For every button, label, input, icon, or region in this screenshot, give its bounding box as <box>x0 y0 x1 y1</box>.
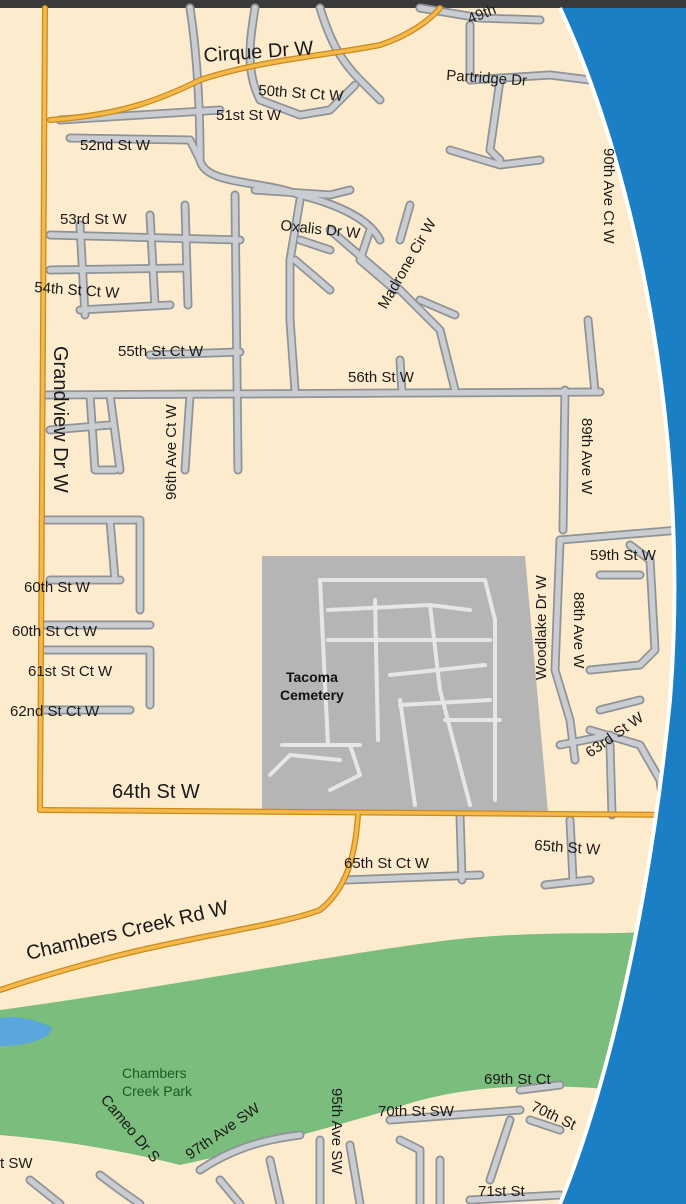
label-woodlake-dr: Woodlake Dr W <box>533 574 550 680</box>
label-59th-st: 59th St W <box>590 547 657 564</box>
label-61st-st-ct: 61st St Ct W <box>28 663 113 680</box>
puget-sound-water <box>560 8 686 1204</box>
label-95th-ave-sw: 95th Ave SW <box>328 1088 345 1175</box>
label-partridge-dr: Partridge Dr <box>446 67 528 90</box>
top-bar <box>0 0 686 8</box>
label-65th-st-ct: 65th St Ct W <box>344 855 430 872</box>
cemetery-roads <box>268 578 502 807</box>
label-90th-ave-ct: 90th Ave Ct W <box>600 148 617 244</box>
label-69th-st-ct: 69th St Ct <box>484 1071 552 1088</box>
lake <box>0 1017 52 1046</box>
label-grandview-dr: Grandview Dr W <box>49 346 71 493</box>
label-65th-st: 65th St W <box>534 837 602 859</box>
label-cemetery-1: Tacoma <box>286 669 338 685</box>
label-51st-st: 51st St W <box>216 107 282 124</box>
label-54th-st-ct: 54th St Ct W <box>34 279 121 302</box>
shoreline-highlight <box>558 7 677 1204</box>
label-55th-st-ct: 55th St Ct W <box>118 343 204 360</box>
label-70th-st-sw: 70th St SW <box>378 1103 455 1120</box>
label-62nd-st-ct: 62nd St Ct W <box>10 703 100 720</box>
label-88th-ave: 88th Ave W <box>570 592 587 669</box>
label-park-2: Creek Park <box>122 1083 193 1099</box>
label-60th-st: 60th St W <box>24 579 91 596</box>
label-cemetery-2: Cemetery <box>280 687 344 703</box>
label-96th-ave-ct: 96th Ave Ct W <box>163 404 180 500</box>
label-56th-st: 56th St W <box>348 369 415 386</box>
chambers-creek-park-area <box>0 932 640 1165</box>
label-89th-ave: 89th Ave W <box>578 418 595 495</box>
tacoma-cemetery-area <box>262 556 548 812</box>
arterial-roads <box>0 5 686 993</box>
label-53rd-st: 53rd St W <box>60 211 128 228</box>
label-64th-st: 64th St W <box>112 781 200 803</box>
label-park-1: Chambers <box>122 1065 187 1081</box>
label-52nd-st: 52nd St W <box>80 137 151 154</box>
label-60th-st-ct: 60th St Ct W <box>12 623 98 640</box>
label-50th-st-ct: 50th St Ct W <box>258 82 345 105</box>
label-71st-st: 71st St <box>478 1183 526 1200</box>
label-st-sw-fragment: t SW <box>0 1155 33 1172</box>
local-roads <box>25 3 685 1204</box>
